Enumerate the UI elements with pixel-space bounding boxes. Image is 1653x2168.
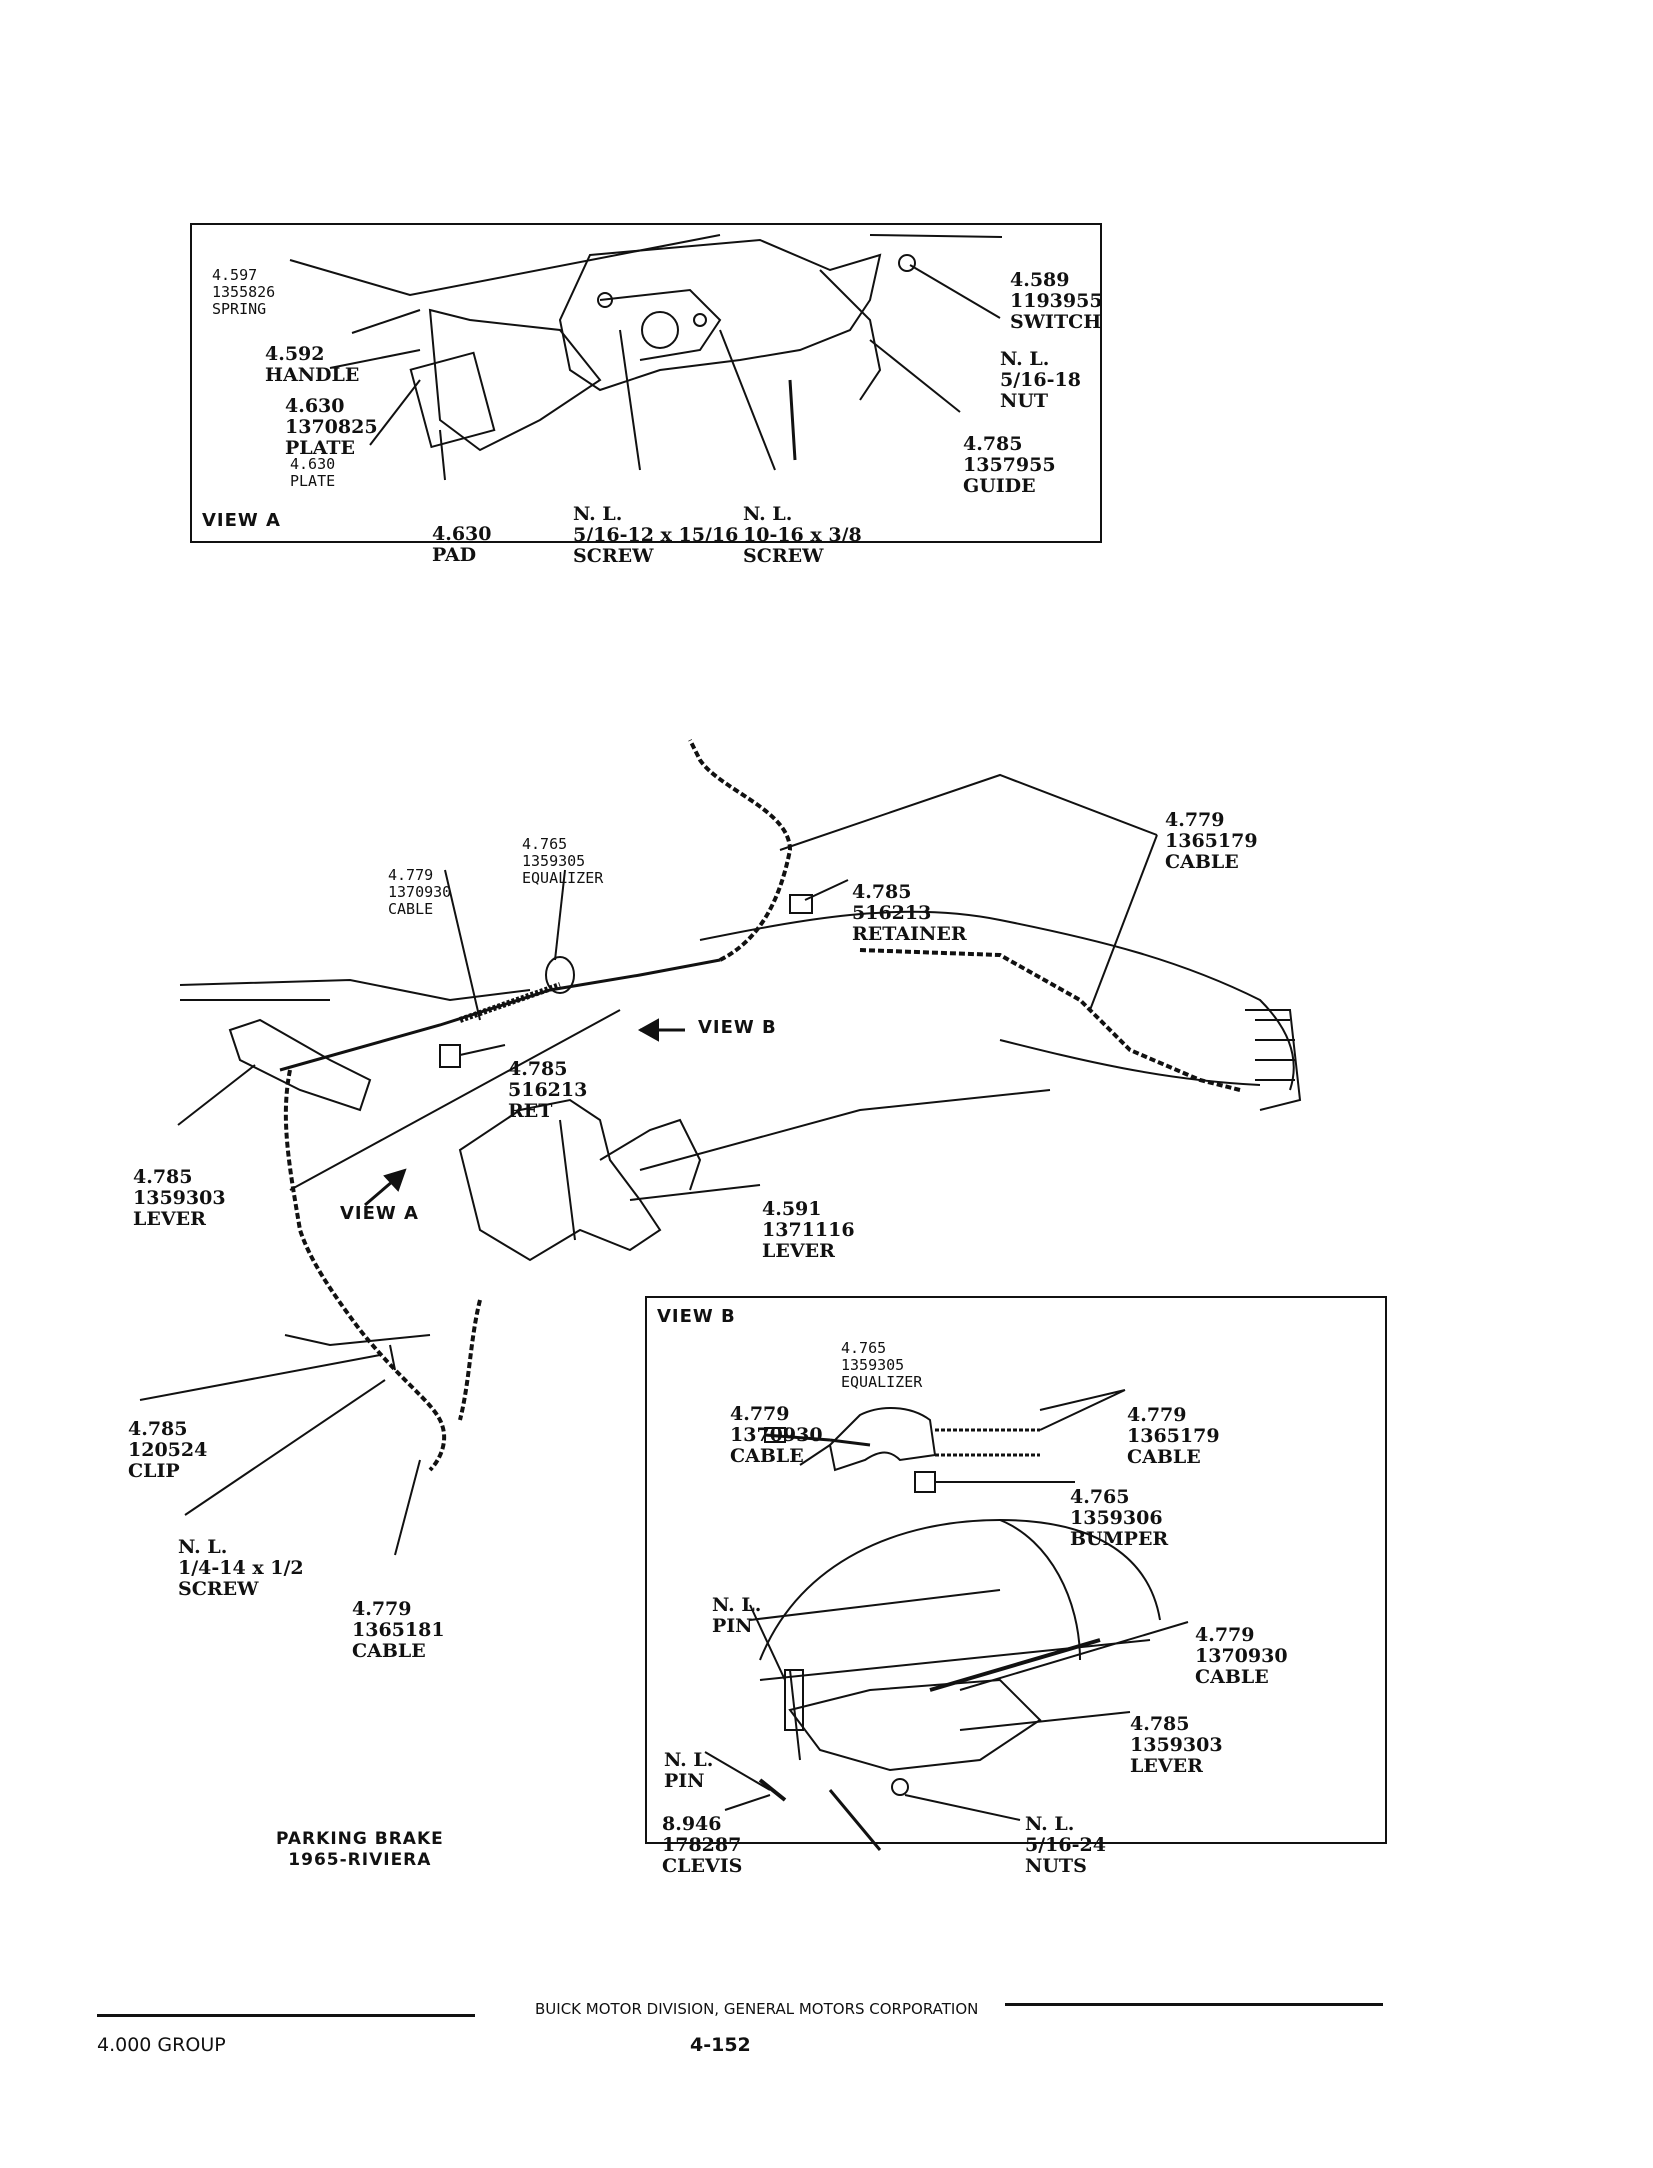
- view-b-title: VIEW B: [657, 1306, 736, 1327]
- footer-rule-right: [1005, 2003, 1383, 2006]
- view-b-arrow-label: VIEW B: [698, 1017, 777, 1038]
- label-b-pin-left: N. L.PIN: [664, 1749, 714, 1792]
- view-a-box: [190, 223, 1102, 543]
- footer-group: 4.000 GROUP: [97, 2034, 226, 2056]
- footer-page-number: 4-152: [690, 2034, 751, 2056]
- view-b-box: [645, 1296, 1387, 1844]
- view-a-title: VIEW A: [202, 510, 281, 531]
- footer-corporation: BUICK MOTOR DIVISION, GENERAL MOTORS COR…: [535, 2000, 979, 2018]
- view-b-artwork: [704, 1389, 1189, 1851]
- label-b-pin-top: N. L.PIN: [712, 1594, 762, 1637]
- footer-rule-left: [97, 2014, 475, 2017]
- view-a-arrow-label: VIEW A: [340, 1203, 419, 1224]
